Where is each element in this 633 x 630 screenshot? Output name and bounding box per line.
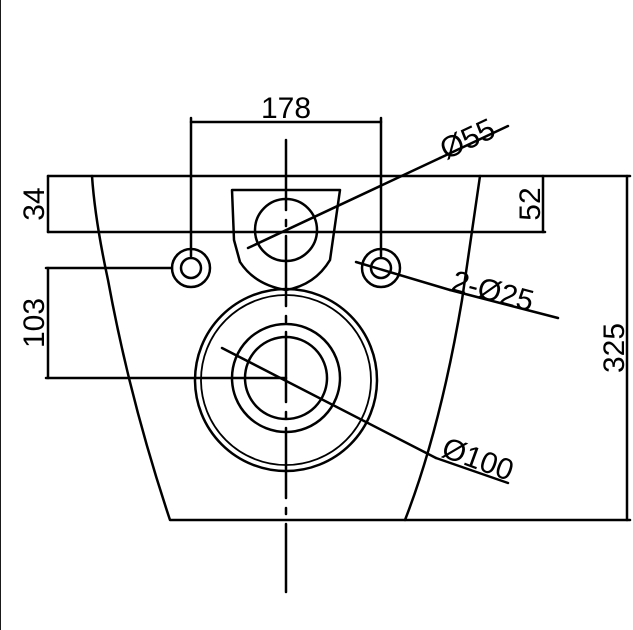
dim-100-label: Ø100	[438, 432, 518, 488]
dim-25-shelf	[448, 288, 560, 320]
right-side-hole-inner	[369, 256, 393, 280]
dim-25-label: 2-Ø25	[448, 265, 537, 318]
dim-52-label: 52	[514, 187, 547, 220]
dim-34-label: 34	[18, 187, 51, 220]
dim-55-shelf	[438, 124, 510, 160]
left-side-hole-inner	[179, 256, 203, 280]
dim-25-leader	[354, 260, 452, 292]
dim-100-leader	[220, 346, 438, 460]
dim-103-label: 103	[18, 298, 51, 348]
dim-100-shelf	[434, 456, 510, 485]
dim-55-label: Ø55	[435, 112, 500, 166]
dim-178-label: 178	[261, 92, 311, 125]
dim-55-leader	[246, 156, 442, 250]
dim-325-label: 325	[598, 323, 631, 373]
